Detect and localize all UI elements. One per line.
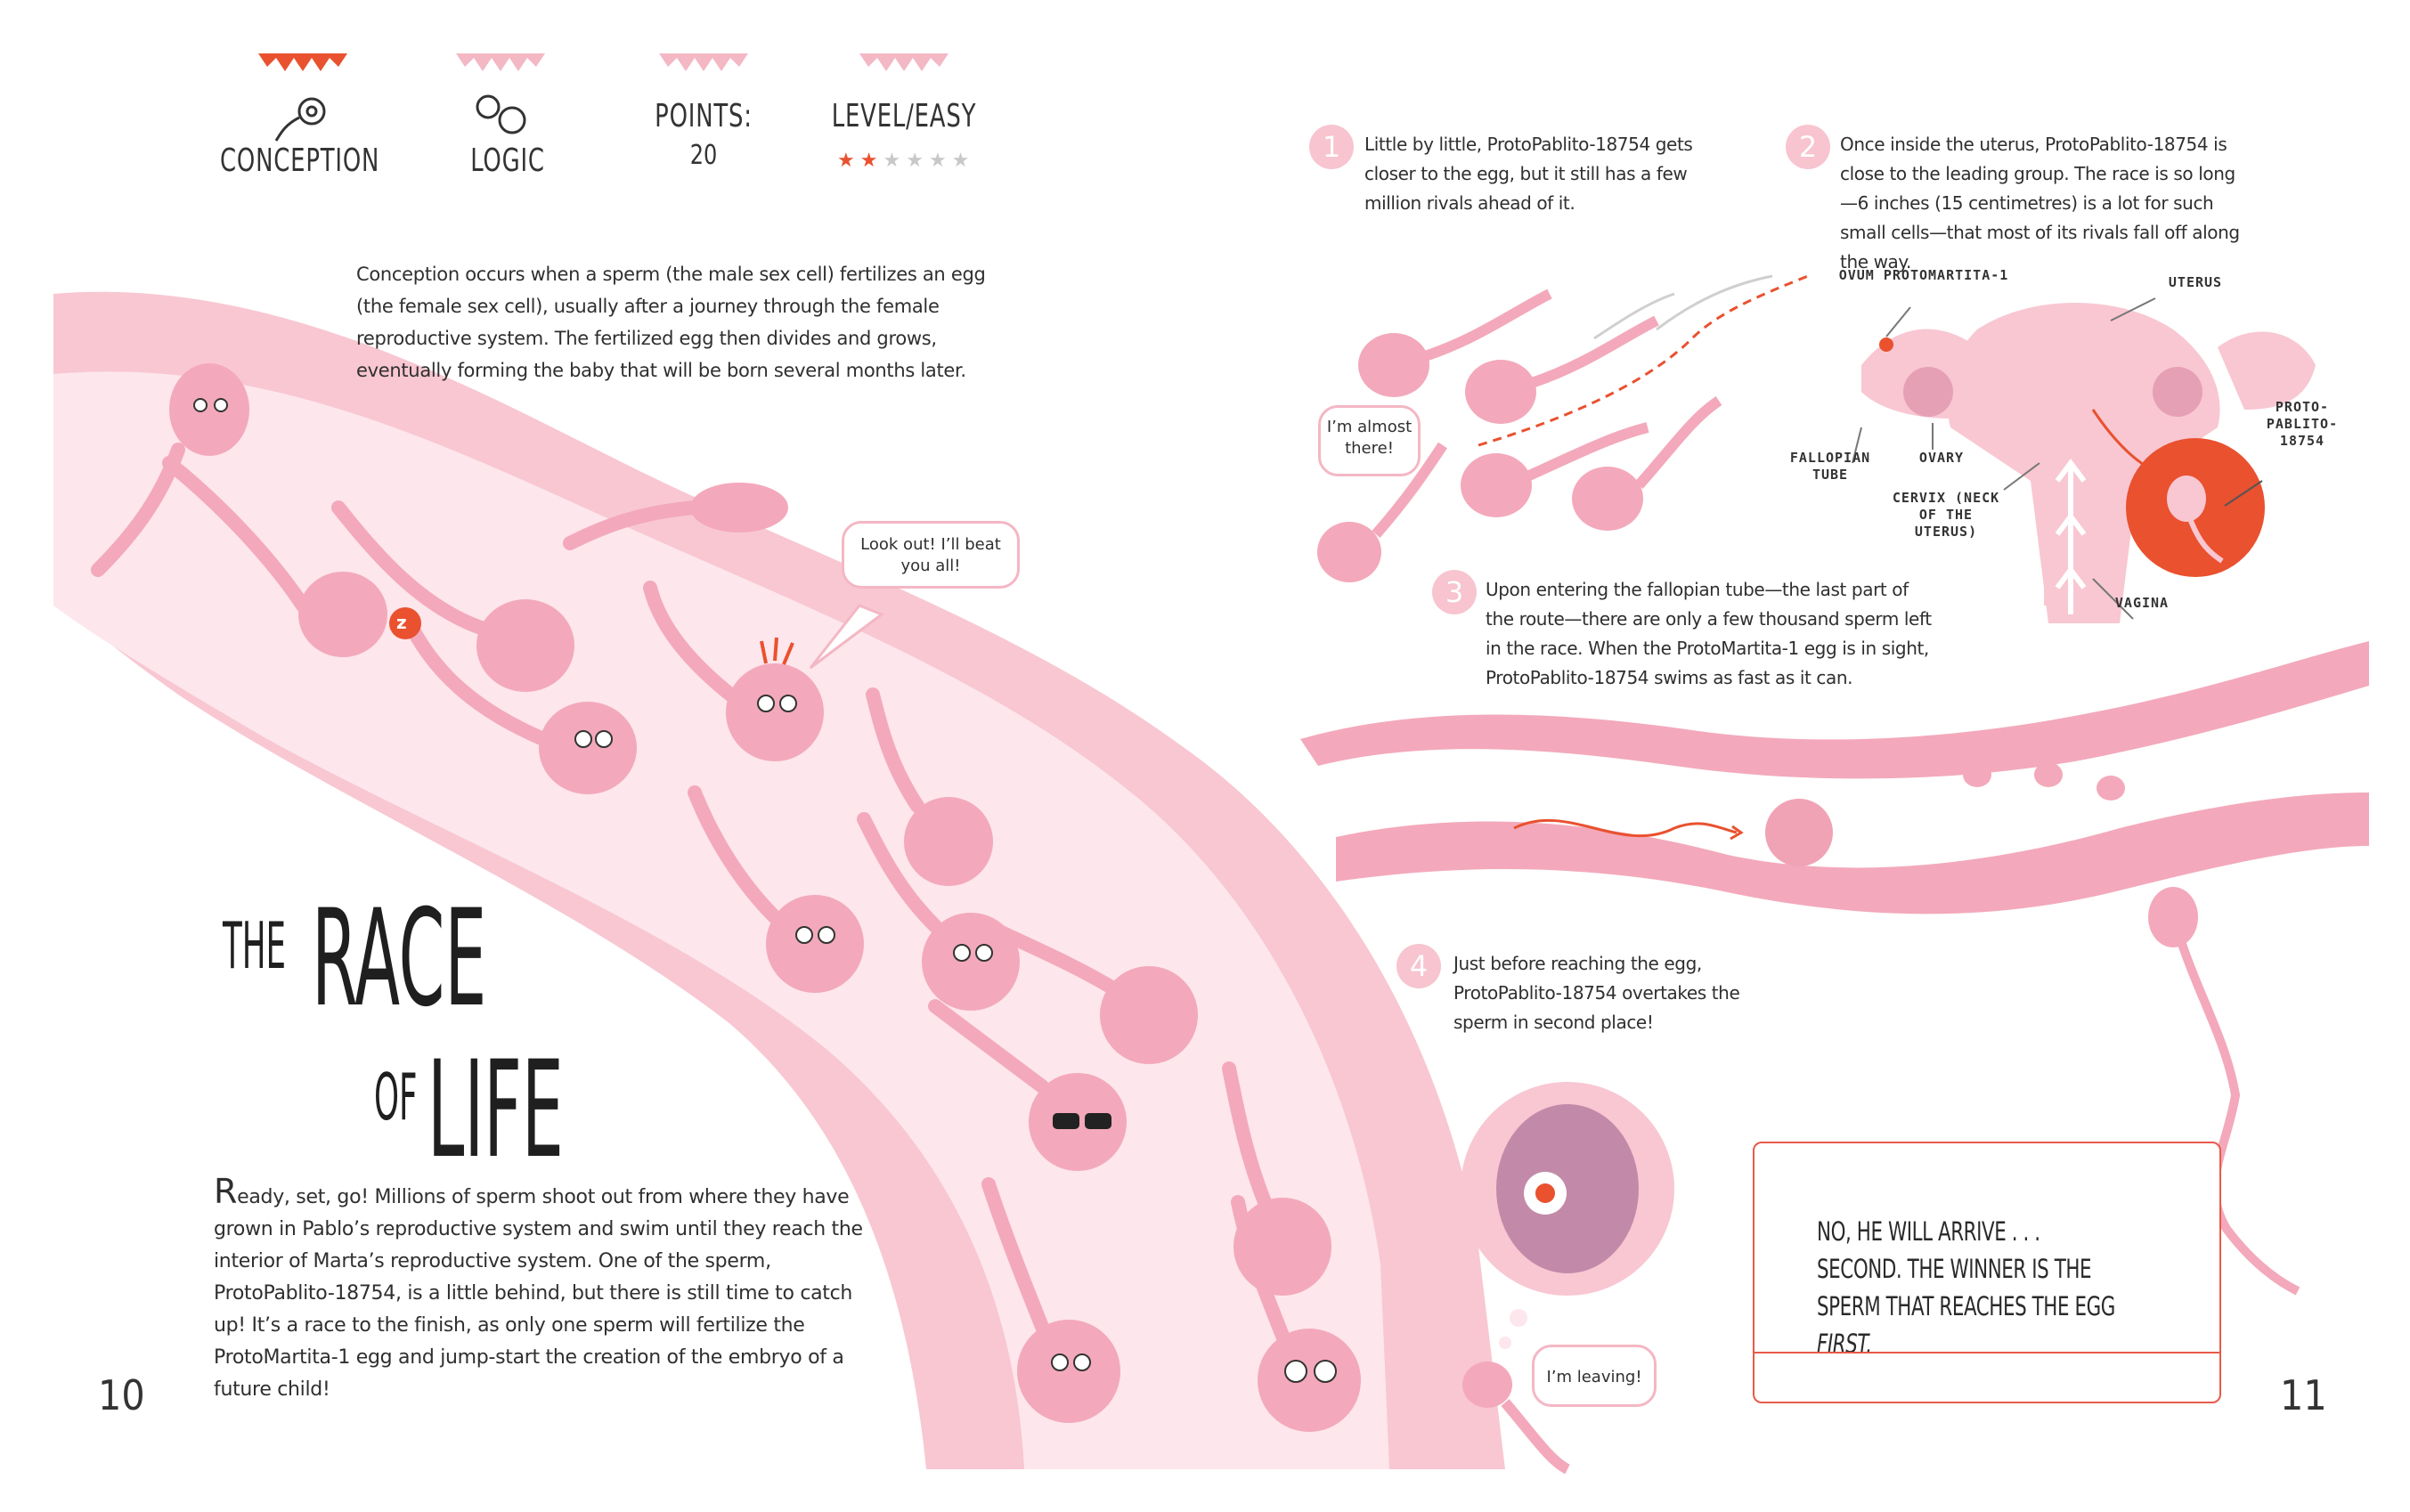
step-3-number: 3 xyxy=(1432,570,1477,614)
level-label: LEVEL/EASY xyxy=(831,98,977,134)
label-cervix: CERVIX (NECK OF THE UTERUS) xyxy=(1892,490,2000,540)
body-dropcap: R xyxy=(214,1172,238,1211)
star-filled-icon: ★ xyxy=(859,150,883,172)
answer-text-emph: FIRST. xyxy=(1817,1329,1872,1359)
title-race: RACE xyxy=(312,882,487,1036)
page-number-right: 11 xyxy=(2280,1371,2327,1419)
uterus-diagram xyxy=(1852,297,2316,623)
level-stars: ★★★★★★ xyxy=(837,150,974,172)
page-number-left: 10 xyxy=(98,1371,145,1419)
label-fallopian-tube: FALLOPIAN TUBE xyxy=(1789,450,1871,483)
star-empty-icon: ★ xyxy=(951,150,975,172)
egg-embryo-illustration xyxy=(1461,1082,1674,1475)
body-paragraph: Ready, set, go! Millions of sperm shoot … xyxy=(214,1175,873,1406)
step-4-text: Just before reaching the egg, ProtoPabli… xyxy=(1453,953,1740,1033)
label-ovary: OVARY xyxy=(1918,450,1965,466)
intro-paragraph: Conception occurs when a sperm (the male… xyxy=(356,264,986,381)
answer-text-main: NO, HE WILL ARRIVE . . . SECOND. THE WIN… xyxy=(1817,1216,2115,1321)
label-protopablito: PROTO- PABLITO- 18754 xyxy=(2266,399,2339,449)
step-2-number: 2 xyxy=(1786,125,1830,169)
title-the: THE xyxy=(223,908,287,983)
sperm-characters xyxy=(91,363,1361,1432)
points-label: POINTS: xyxy=(655,98,753,134)
title-of: OF xyxy=(374,1060,418,1134)
snore-z: z xyxy=(396,612,407,633)
step-1-number: 1 xyxy=(1309,125,1354,169)
bubble-leaving: I’m leaving! xyxy=(1532,1345,1657,1407)
conception-label: CONCEPTION xyxy=(220,142,380,179)
star-filled-icon: ★ xyxy=(837,150,860,172)
logic-label: LOGIC xyxy=(470,142,545,179)
step-4-number: 4 xyxy=(1396,944,1441,988)
header-points: POINTS: 20 xyxy=(606,98,802,171)
header-conception: CONCEPTION xyxy=(200,142,396,179)
step-3-text: Upon entering the fallopian tube—the las… xyxy=(1486,579,1932,688)
star-empty-icon: ★ xyxy=(928,150,952,172)
answer-box: NO, HE WILL ARRIVE . . . SECOND. THE WIN… xyxy=(1753,1142,2221,1403)
label-uterus: UTERUS xyxy=(2168,274,2223,290)
label-ovum: OVUM PROTOMARTITA-1 xyxy=(1838,267,2009,283)
title-life: LIFE xyxy=(427,1033,564,1188)
step-2-text: Once inside the uterus, ProtoPablito-187… xyxy=(1840,134,2240,272)
header-logic: LOGIC xyxy=(410,142,606,179)
gears-icon xyxy=(476,94,526,134)
answer-box-footer xyxy=(1755,1352,2219,1402)
star-empty-icon: ★ xyxy=(883,150,907,172)
answer-text: NO, HE WILL ARRIVE . . . SECOND. THE WIN… xyxy=(1817,1213,2123,1362)
sperm-egg-icon xyxy=(274,97,326,142)
points-value: 20 xyxy=(689,140,718,171)
body-text: eady, set, go! Millions of sperm shoot o… xyxy=(214,1186,863,1401)
bubble-almost-there: I’m almost there! xyxy=(1318,405,1421,476)
label-vagina: VAGINA xyxy=(2114,595,2170,611)
starburst-icon xyxy=(258,53,347,71)
bubble-look-out: Look out! I’ll beat you all! xyxy=(842,521,1020,589)
fallopian-tube-illustration xyxy=(1300,641,2369,779)
step-1-text: Little by little, ProtoPablito-18754 get… xyxy=(1364,134,1693,214)
header-level: LEVEL/EASY xyxy=(806,98,1002,134)
star-empty-icon: ★ xyxy=(906,150,929,172)
